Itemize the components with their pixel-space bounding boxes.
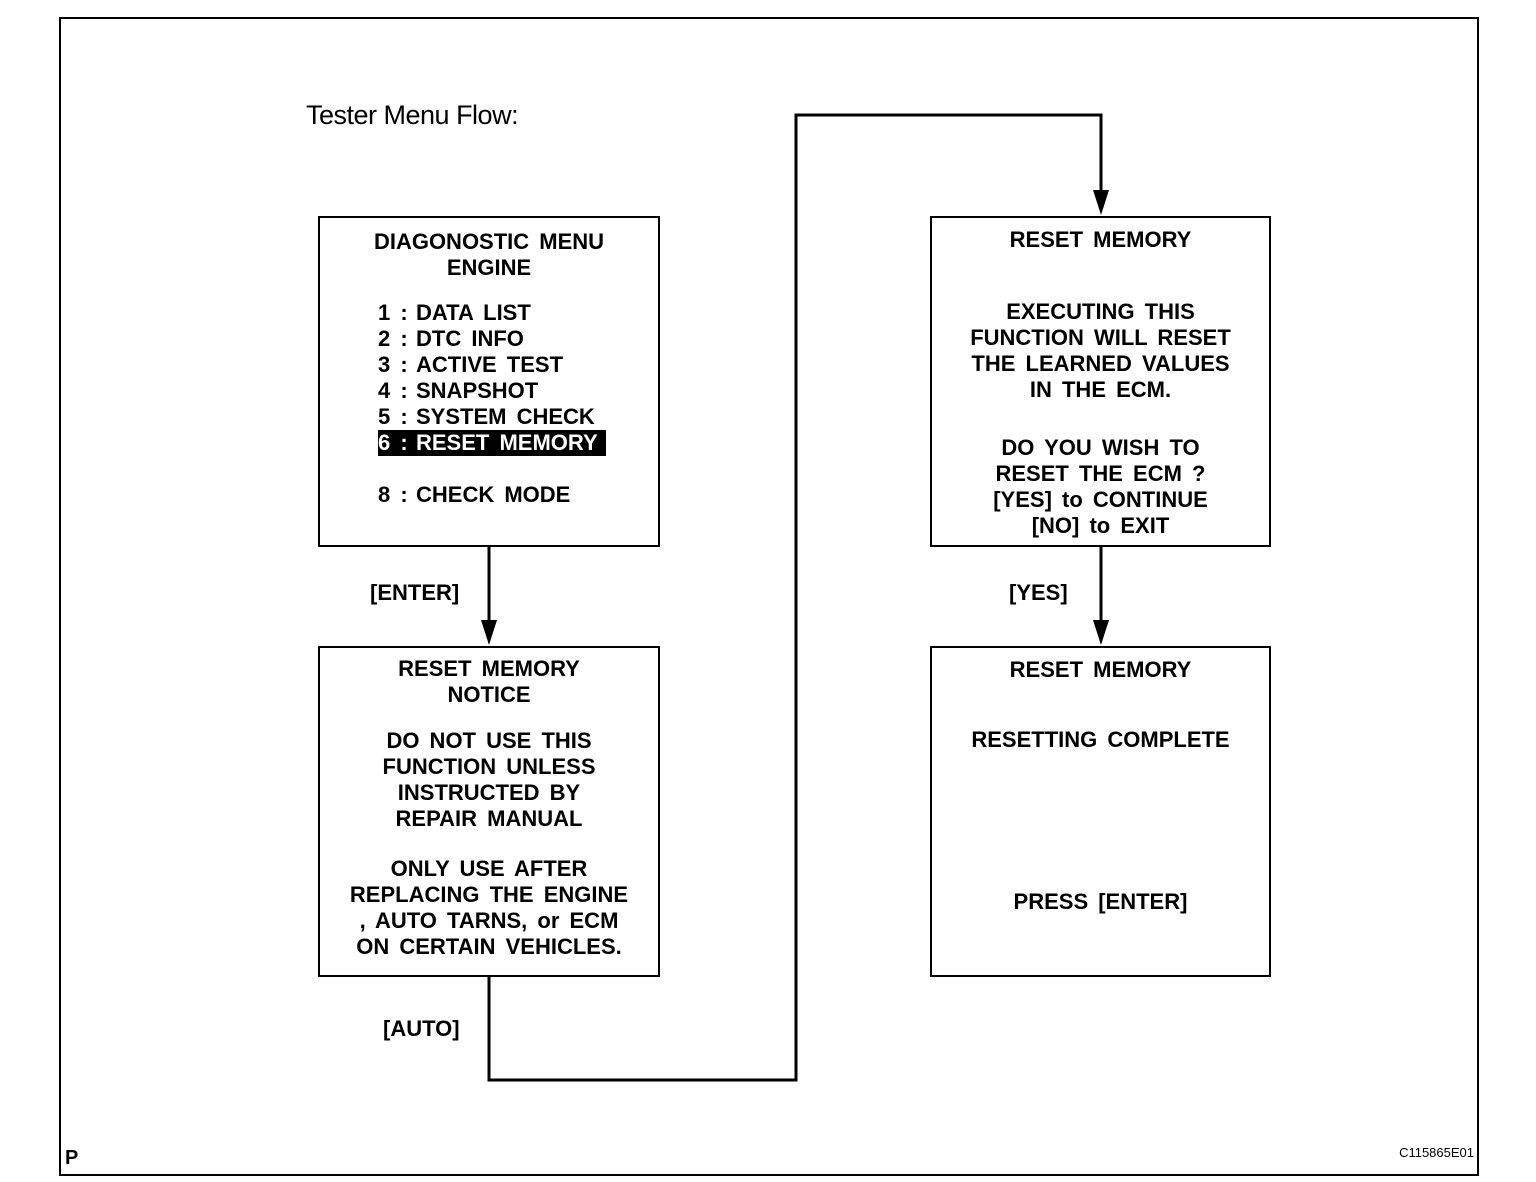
menu-item-label: CHECK MODE bbox=[416, 482, 571, 507]
confirm-line: DO YOU WISH TO bbox=[1001, 435, 1200, 460]
menu-item-number: 6 : bbox=[378, 430, 408, 455]
reset-complete-screen: RESET MEMORY RESETTING COMPLETE PRESS [E… bbox=[930, 646, 1271, 977]
reset-memory-notice-screen: RESET MEMORY NOTICE DO NOT USE THIS FUNC… bbox=[318, 646, 660, 977]
menu-item-number: 8 : bbox=[378, 482, 408, 507]
notice-line: ON CERTAIN VEHICLES. bbox=[356, 934, 622, 959]
menu-item-check-mode[interactable]: 8 : CHECK MODE bbox=[378, 482, 606, 508]
notice-line: , AUTO TARNS, or ECM bbox=[359, 908, 619, 933]
transition-label-enter: [ENTER] bbox=[370, 580, 460, 605]
confirm-line: RESET THE ECM ? bbox=[995, 461, 1206, 486]
menu-item-label: ACTIVE TEST bbox=[416, 352, 564, 377]
arrowhead-yes bbox=[1093, 620, 1109, 645]
path-auto bbox=[487, 113, 1103, 1082]
diagnostic-menu-title: DIAGONOSTIC MENU bbox=[373, 229, 605, 254]
reset-memory-confirm-screen: RESET MEMORY EXECUTING THIS FUNCTION WIL… bbox=[930, 216, 1271, 547]
confirm-line: FUNCTION WILL RESET bbox=[970, 325, 1231, 350]
menu-item-label: SNAPSHOT bbox=[416, 378, 539, 403]
diagnostic-menu-list: 1 : DATA LIST 2 : DTC INFO 3 : ACTIVE TE… bbox=[378, 300, 606, 508]
notice-line: REPAIR MANUAL bbox=[395, 806, 583, 831]
menu-item-label: DTC INFO bbox=[416, 326, 524, 351]
menu-item-system-check[interactable]: 5 : SYSTEM CHECK bbox=[378, 404, 606, 430]
notice-line: REPLACING THE ENGINE bbox=[349, 882, 629, 907]
confirm-line: THE LEARNED VALUES bbox=[971, 351, 1230, 376]
menu-item-data-list[interactable]: 1 : DATA LIST bbox=[378, 300, 606, 326]
menu-item-reset-memory[interactable]: 6 : RESET MEMORY bbox=[378, 430, 606, 456]
menu-item-active-test[interactable]: 3 : ACTIVE TEST bbox=[378, 352, 606, 378]
diagnostic-menu-screen: DIAGONOSTIC MENU ENGINE 1 : DATA LIST 2 … bbox=[318, 216, 660, 547]
menu-item-number: 4 : bbox=[378, 378, 408, 403]
notice-title: RESET MEMORY bbox=[398, 656, 580, 681]
figure-mark-p: P bbox=[65, 1147, 79, 1169]
arrowhead-enter bbox=[481, 620, 497, 645]
menu-item-snapshot[interactable]: 4 : SNAPSHOT bbox=[378, 378, 606, 404]
notice-line: ONLY USE AFTER bbox=[390, 856, 588, 881]
notice-line: FUNCTION UNLESS bbox=[382, 754, 596, 779]
confirm-line: IN THE ECM. bbox=[1029, 377, 1172, 402]
figure-frame bbox=[59, 17, 1479, 1176]
menu-item-dtc-info[interactable]: 2 : DTC INFO bbox=[378, 326, 606, 352]
notice-line: INSTRUCTED BY bbox=[397, 780, 581, 805]
menu-item-label: DATA LIST bbox=[416, 300, 531, 325]
confirm-yes-option: [YES] to CONTINUE bbox=[993, 487, 1208, 512]
diagram-heading: Tester Menu Flow: bbox=[306, 100, 519, 130]
transition-label-yes: [YES] bbox=[1009, 580, 1068, 605]
menu-item-number: 5 : bbox=[378, 404, 408, 429]
confirm-no-option: [NO] to EXIT bbox=[1031, 513, 1170, 538]
confirm-title: RESET MEMORY bbox=[1009, 227, 1192, 252]
notice-line: DO NOT USE THIS bbox=[386, 728, 592, 753]
menu-item-label: RESET MEMORY bbox=[416, 430, 598, 455]
complete-status: RESETTING COMPLETE bbox=[971, 727, 1230, 752]
menu-item-number: 2 : bbox=[378, 326, 408, 351]
diagnostic-menu-subtitle: ENGINE bbox=[446, 255, 532, 280]
menu-item-label: SYSTEM CHECK bbox=[416, 404, 595, 429]
notice-subtitle: NOTICE bbox=[447, 682, 531, 707]
confirm-line: EXECUTING THIS bbox=[1006, 299, 1195, 324]
notice-usage-text: ONLY USE AFTER REPLACING THE ENGINE , AU… bbox=[320, 856, 658, 960]
menu-item-number: 3 : bbox=[378, 352, 408, 377]
complete-prompt: PRESS [ENTER] bbox=[1013, 889, 1188, 914]
notice-warning-text: DO NOT USE THIS FUNCTION UNLESS INSTRUCT… bbox=[320, 728, 658, 832]
confirm-warning-text: EXECUTING THIS FUNCTION WILL RESET THE L… bbox=[932, 299, 1269, 403]
arrowhead-auto bbox=[1093, 190, 1109, 215]
confirm-question-text: DO YOU WISH TO RESET THE ECM ? [YES] to … bbox=[932, 435, 1269, 539]
menu-item-number: 1 : bbox=[378, 300, 408, 325]
transition-label-auto: [AUTO] bbox=[383, 1016, 460, 1041]
complete-title: RESET MEMORY bbox=[1009, 657, 1192, 682]
figure-code: C115865E01 bbox=[1399, 1145, 1474, 1160]
